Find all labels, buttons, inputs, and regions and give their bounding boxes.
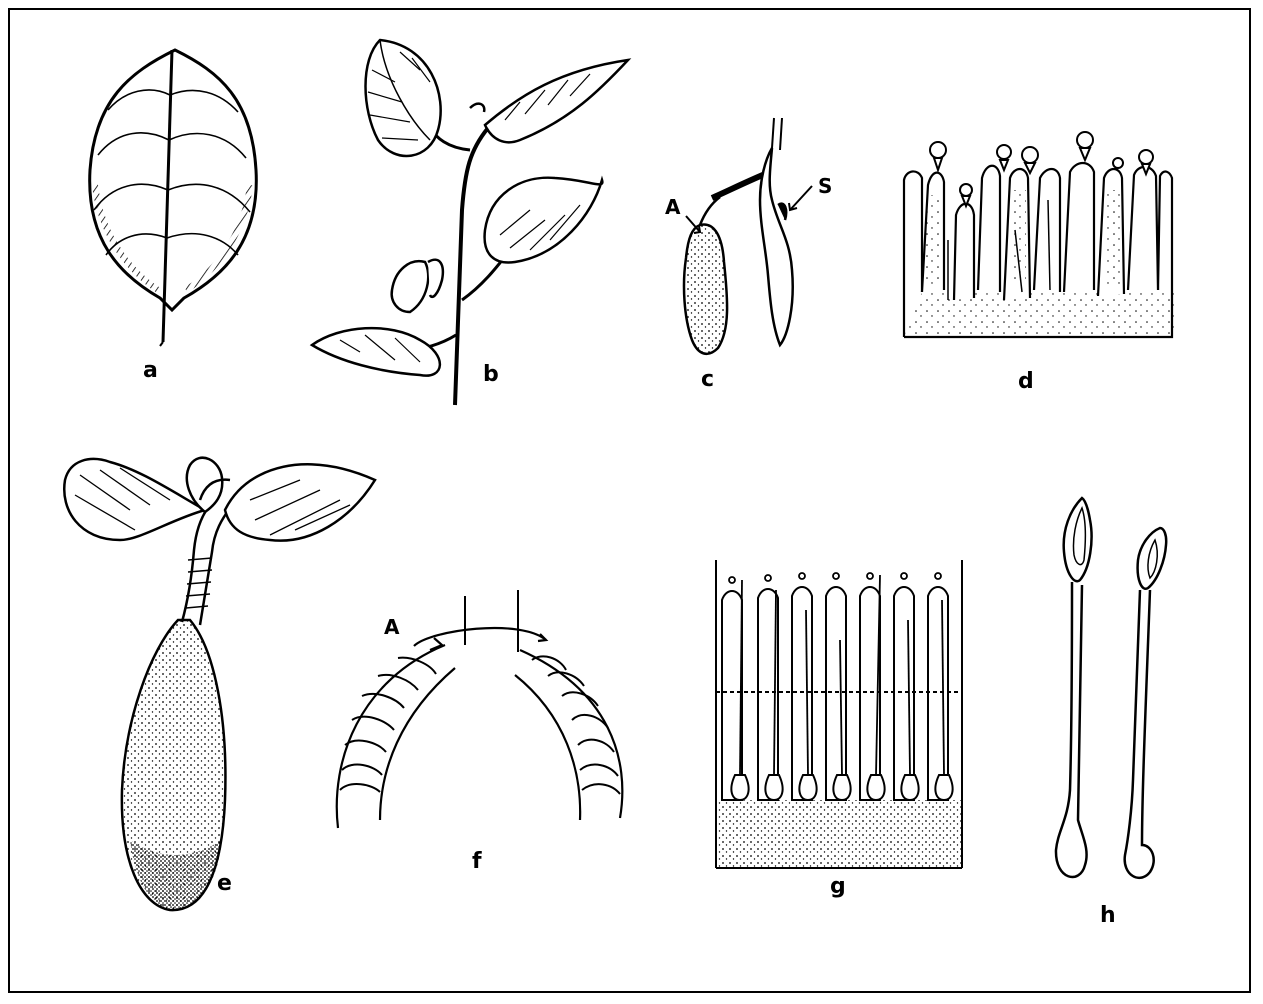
panel-label-c: c (701, 369, 714, 391)
seedling-e-drawing (64, 458, 375, 910)
arc-f-drawing (337, 590, 623, 828)
callout-label-c-s: S (818, 176, 832, 196)
panel-label-g: g (830, 876, 846, 898)
section-g-drawing (716, 560, 962, 868)
panel-label-d: d (1018, 371, 1034, 393)
branch-b-drawing (312, 40, 628, 405)
section-d-drawing (904, 132, 1174, 337)
panel-label-h: h (1100, 905, 1116, 927)
seedlings-h-drawing (1056, 498, 1166, 878)
panel-label-e: e (217, 873, 232, 895)
panel-label-f: f (472, 851, 482, 873)
fruit-c-drawing (684, 118, 793, 354)
callout-label-f-a: A (384, 617, 399, 637)
panel-label-a: a (143, 360, 158, 382)
leaf-a-drawing (90, 50, 257, 346)
panel-label-b: b (483, 364, 499, 386)
callout-label-c-a: A (665, 197, 680, 217)
